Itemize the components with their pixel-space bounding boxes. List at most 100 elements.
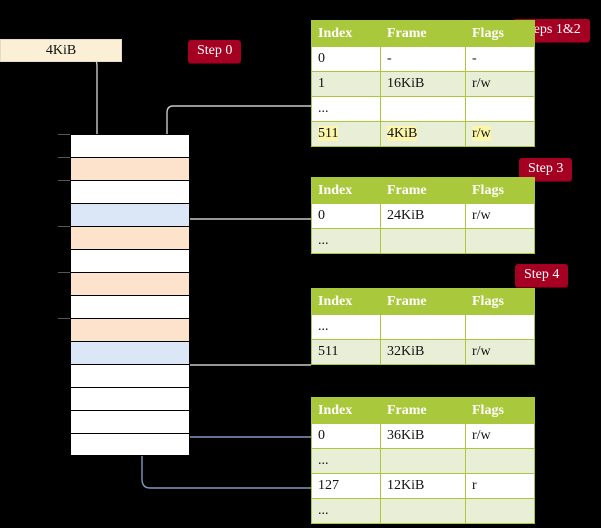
column-header-frame: Frame <box>380 177 466 204</box>
physical-memory-frames <box>70 134 190 456</box>
table-cell: 511 <box>311 339 381 365</box>
column-header-flags: Flags <box>465 288 535 315</box>
cell-text: - <box>472 51 477 66</box>
table-cell: 1 <box>311 71 381 97</box>
table-row: ... <box>311 448 535 474</box>
table-row: ... <box>311 96 535 122</box>
column-header-frame: Frame <box>380 397 466 424</box>
table-cell: 511 <box>311 121 381 147</box>
table-cell: - <box>465 46 535 72</box>
cell-text: r/w <box>472 344 491 359</box>
table-cell <box>380 96 466 122</box>
table-cell: - <box>380 46 466 72</box>
cell-text: ... <box>318 101 329 116</box>
table-cell: 32KiB <box>380 339 466 365</box>
table-cell: ... <box>311 498 381 524</box>
table-cell <box>380 314 466 340</box>
cell-text: r/w <box>472 428 491 443</box>
cell-text: 127 <box>318 478 339 493</box>
cell-text: 0 <box>318 428 325 443</box>
badge-step-0: Step 0 <box>188 40 242 63</box>
memory-frame-row <box>70 249 190 272</box>
table-cell <box>465 498 535 524</box>
cell-text: 12KiB <box>387 478 425 493</box>
column-header-index: Index <box>311 20 381 47</box>
table-cell: 0 <box>311 203 381 229</box>
table-cell: 0 <box>311 46 381 72</box>
source-box-4kib: 4KiB <box>0 39 122 62</box>
column-header-frame: Frame <box>380 288 466 315</box>
source-box-label: 4KiB <box>45 43 77 58</box>
cell-text: 4KiB <box>387 126 418 141</box>
memory-frame-row <box>70 433 190 456</box>
table-cell <box>380 228 466 254</box>
column-header-frame: Frame <box>380 20 466 47</box>
table-cell: 36KiB <box>380 423 466 449</box>
table-row: 0 36KiB r/w <box>311 423 535 449</box>
cell-text: 1 <box>318 76 325 91</box>
cell-text: 0 <box>318 51 325 66</box>
cell-text: 32KiB <box>387 344 425 359</box>
memory-frame-row <box>70 180 190 203</box>
table-cell: r <box>465 473 535 499</box>
memory-frame-row <box>70 134 190 157</box>
column-header-flags: Flags <box>465 177 535 204</box>
memory-frame-row <box>70 226 190 249</box>
column-header-index: Index <box>311 177 381 204</box>
cell-text: ... <box>318 503 329 518</box>
table-cell: 127 <box>311 473 381 499</box>
table-cell <box>465 228 535 254</box>
table-cell: r/w <box>465 339 535 365</box>
badge-step-0-label: Step 0 <box>197 43 233 58</box>
cell-text: ... <box>318 319 329 334</box>
table-cell <box>465 314 535 340</box>
memory-frame-row <box>70 203 190 226</box>
cell-text: r/w <box>472 76 491 91</box>
memory-frame-row <box>70 341 190 364</box>
table-cell: r/w <box>465 423 535 449</box>
table-cell <box>380 498 466 524</box>
table-cell: ... <box>311 228 381 254</box>
table-row: 0 24KiB r/w <box>311 203 535 229</box>
table-cell: ... <box>311 448 381 474</box>
table-cell: 4KiB <box>380 121 466 147</box>
memory-frame-row <box>70 157 190 180</box>
memory-frame-row <box>70 387 190 410</box>
cell-text: 36KiB <box>387 428 425 443</box>
memory-frame-tick <box>58 226 70 227</box>
column-header-index: Index <box>311 288 381 315</box>
table-row: 127 12KiB r <box>311 473 535 499</box>
table-row: 511 32KiB r/w <box>311 339 535 365</box>
badge-steps-1-2-label: Steps 1&2 <box>522 22 581 37</box>
cell-text: 24KiB <box>387 208 425 223</box>
cell-text: r/w <box>472 126 491 141</box>
table-cell: r/w <box>465 121 535 147</box>
table-row: ... <box>311 498 535 524</box>
memory-frame-row <box>70 318 190 341</box>
badge-step-3: Step 3 <box>519 158 573 181</box>
table-row: ... <box>311 228 535 254</box>
table-cell <box>465 96 535 122</box>
badge-step-4-label: Step 4 <box>524 267 560 282</box>
memory-frame-tick <box>58 157 70 158</box>
table-row: 511 4KiB r/w <box>311 121 535 147</box>
table-row: 1 16KiB r/w <box>311 71 535 97</box>
cell-text: r/w <box>472 208 491 223</box>
memory-frame-row <box>70 364 190 387</box>
memory-frame-tick <box>58 272 70 273</box>
table-row: 0 -- <box>311 46 535 72</box>
memory-frame-row <box>70 410 190 433</box>
cell-text: 16KiB <box>387 76 425 91</box>
table-cell: 0 <box>311 423 381 449</box>
memory-frame-tick <box>58 318 70 319</box>
table-cell: ... <box>311 96 381 122</box>
